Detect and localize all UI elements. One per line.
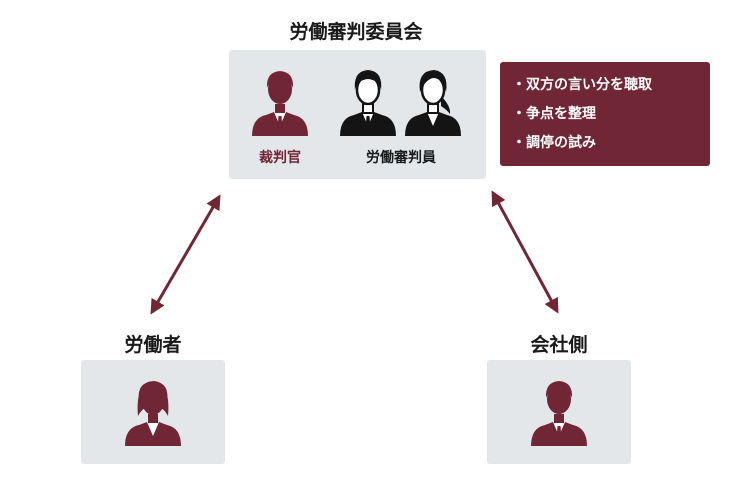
note-item: ・双方の言い分を聴取: [512, 77, 652, 93]
member-male-icon: [340, 70, 396, 136]
members-label: 労働審判員: [366, 150, 436, 166]
member-female-icon: [405, 70, 461, 136]
note-item: ・争点を整理: [512, 106, 596, 122]
worker-title: 労働者: [124, 334, 182, 356]
company-icon: [531, 381, 587, 446]
company-panel: [487, 360, 631, 464]
judge-label: 裁判官: [259, 150, 301, 166]
company-arrow: [491, 190, 559, 314]
judge-icon: [252, 71, 308, 136]
worker-arrow: [150, 194, 221, 315]
committee-title: 労働審判委員会: [289, 21, 423, 43]
note-item: ・調停の試み: [512, 135, 596, 151]
worker-panel: [81, 360, 225, 464]
notes-box: ・双方の言い分を聴取 ・争点を整理 ・調停の試み: [500, 62, 710, 166]
company-title: 会社側: [530, 334, 588, 356]
committee-panel: 裁判官 労働審判員: [229, 50, 486, 179]
worker-icon: [125, 381, 181, 446]
